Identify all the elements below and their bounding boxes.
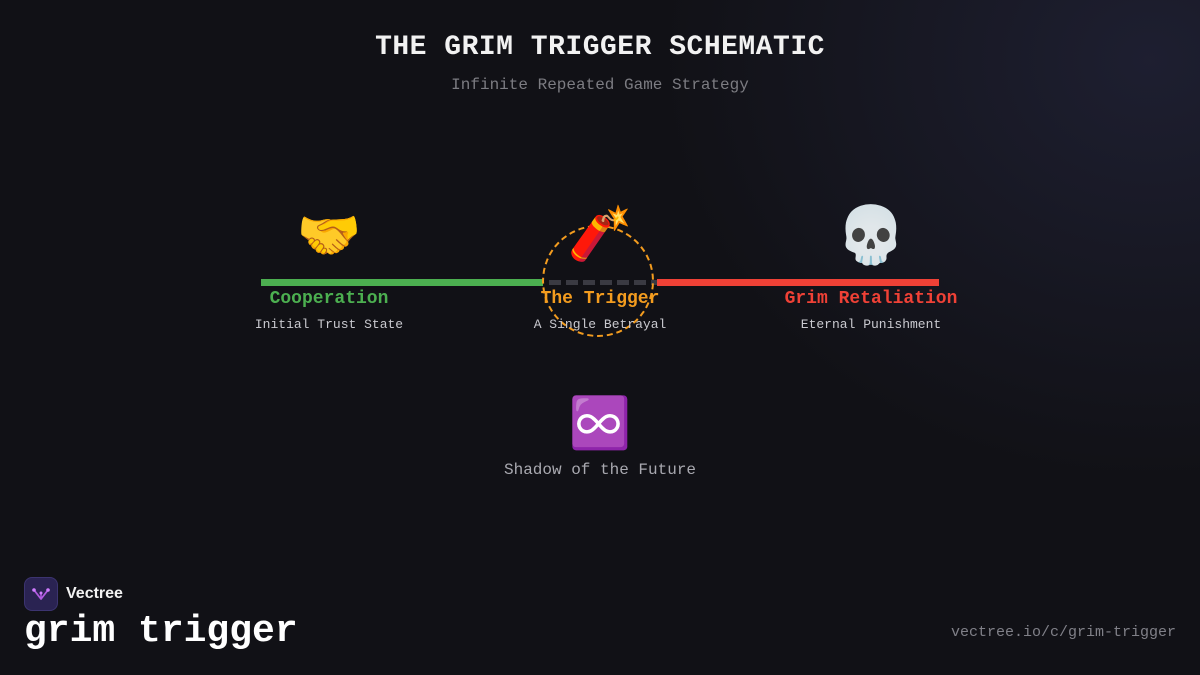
retaliation-segment (657, 279, 939, 286)
future-label: Shadow of the Future (503, 461, 697, 479)
brand-name: Vectree (66, 585, 123, 602)
page-title: THE GRIM TRIGGER SCHEMATIC (375, 32, 825, 63)
stage-trigger-label: The Trigger (540, 289, 660, 309)
skull-icon: 💀 (836, 203, 906, 268)
footer-title: grim trigger (24, 610, 298, 653)
stage-retaliation-label: Grim Retaliation (784, 289, 958, 309)
firecracker-icon: 🧨 (567, 204, 633, 264)
stage-cooperation-label: Cooperation (269, 289, 389, 309)
trigger-ring (542, 225, 654, 337)
stage-cooperation-sublabel: Initial Trust State (254, 317, 404, 332)
stage-trigger-sublabel: A Single Betrayal (533, 317, 667, 332)
vectree-logo-icon (24, 577, 58, 611)
brand[interactable]: Vectree (24, 577, 123, 611)
infinity-icon: ♾️ (568, 394, 632, 452)
stage-retaliation-sublabel: Eternal Punishment (800, 317, 942, 332)
cooperation-segment (261, 279, 543, 286)
footer-url[interactable]: vectree.io/c/grim-trigger (950, 624, 1176, 641)
page-subtitle: Infinite Repeated Game Strategy (451, 76, 749, 94)
handshake-icon: 🤝 (296, 206, 362, 266)
